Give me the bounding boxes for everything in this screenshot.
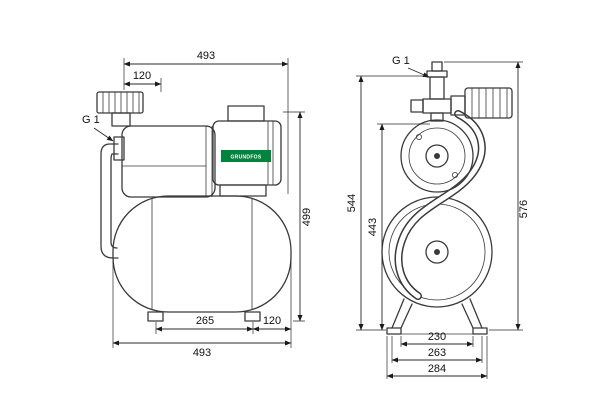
- port-leader-left: [93, 127, 114, 142]
- side-view: GRUNDFOS: [96, 91, 292, 322]
- dim-left-leg-offset: 120: [263, 315, 281, 327]
- dim-left-height: 499: [301, 208, 313, 226]
- g1-port: [431, 61, 443, 72]
- flex-hose: [394, 110, 486, 300]
- tank-hub: [434, 249, 440, 255]
- tank-leg-left: [147, 311, 164, 322]
- brand-label: GRUNDFOS: [221, 150, 271, 162]
- dim-right-base-inner: 230: [428, 331, 446, 343]
- dim-left-overall-width-bottom: 493: [193, 347, 211, 359]
- dim-left-overall-width-top: 493: [197, 50, 215, 62]
- motor-front: [464, 87, 513, 119]
- dim-right-height-to-flange: 544: [346, 194, 358, 212]
- front-view: [381, 61, 513, 335]
- pump-front: [400, 119, 474, 193]
- port-leader-right: [407, 67, 430, 78]
- tank-side: [112, 195, 292, 322]
- foot-right: [472, 327, 488, 335]
- foot-left: [386, 327, 402, 335]
- stand: [386, 298, 488, 335]
- brand-text: GRUNDFOS: [230, 155, 261, 161]
- dim-left-offset-top: 120: [133, 70, 151, 82]
- ejector-box: [96, 91, 144, 127]
- top-assembly: [410, 61, 513, 122]
- suction-pipe: [100, 143, 119, 259]
- dim-right-base-outer: 284: [428, 363, 446, 375]
- port-label-left: G 1: [82, 114, 100, 126]
- motor-foot: [219, 184, 267, 197]
- terminal-box: [227, 105, 265, 122]
- dim-right-height-to-pump: 443: [367, 218, 379, 236]
- tank-leg-right: [244, 311, 261, 322]
- dim-right-overall-height: 576: [518, 200, 530, 218]
- dim-left-leg-span: 265: [196, 315, 214, 327]
- dimensions-left: 493 120 G 1 499 265 120 493: [82, 50, 313, 359]
- inlet-flange: [113, 136, 125, 161]
- dimensions-right: G 1 544 443 576 230 263 284: [346, 55, 530, 379]
- port-label-right: G 1: [392, 55, 410, 67]
- pump-head: [113, 125, 216, 198]
- brand-label-plate: [221, 150, 271, 162]
- pump-hub: [434, 153, 440, 159]
- dim-right-base-mid: 263: [428, 347, 446, 359]
